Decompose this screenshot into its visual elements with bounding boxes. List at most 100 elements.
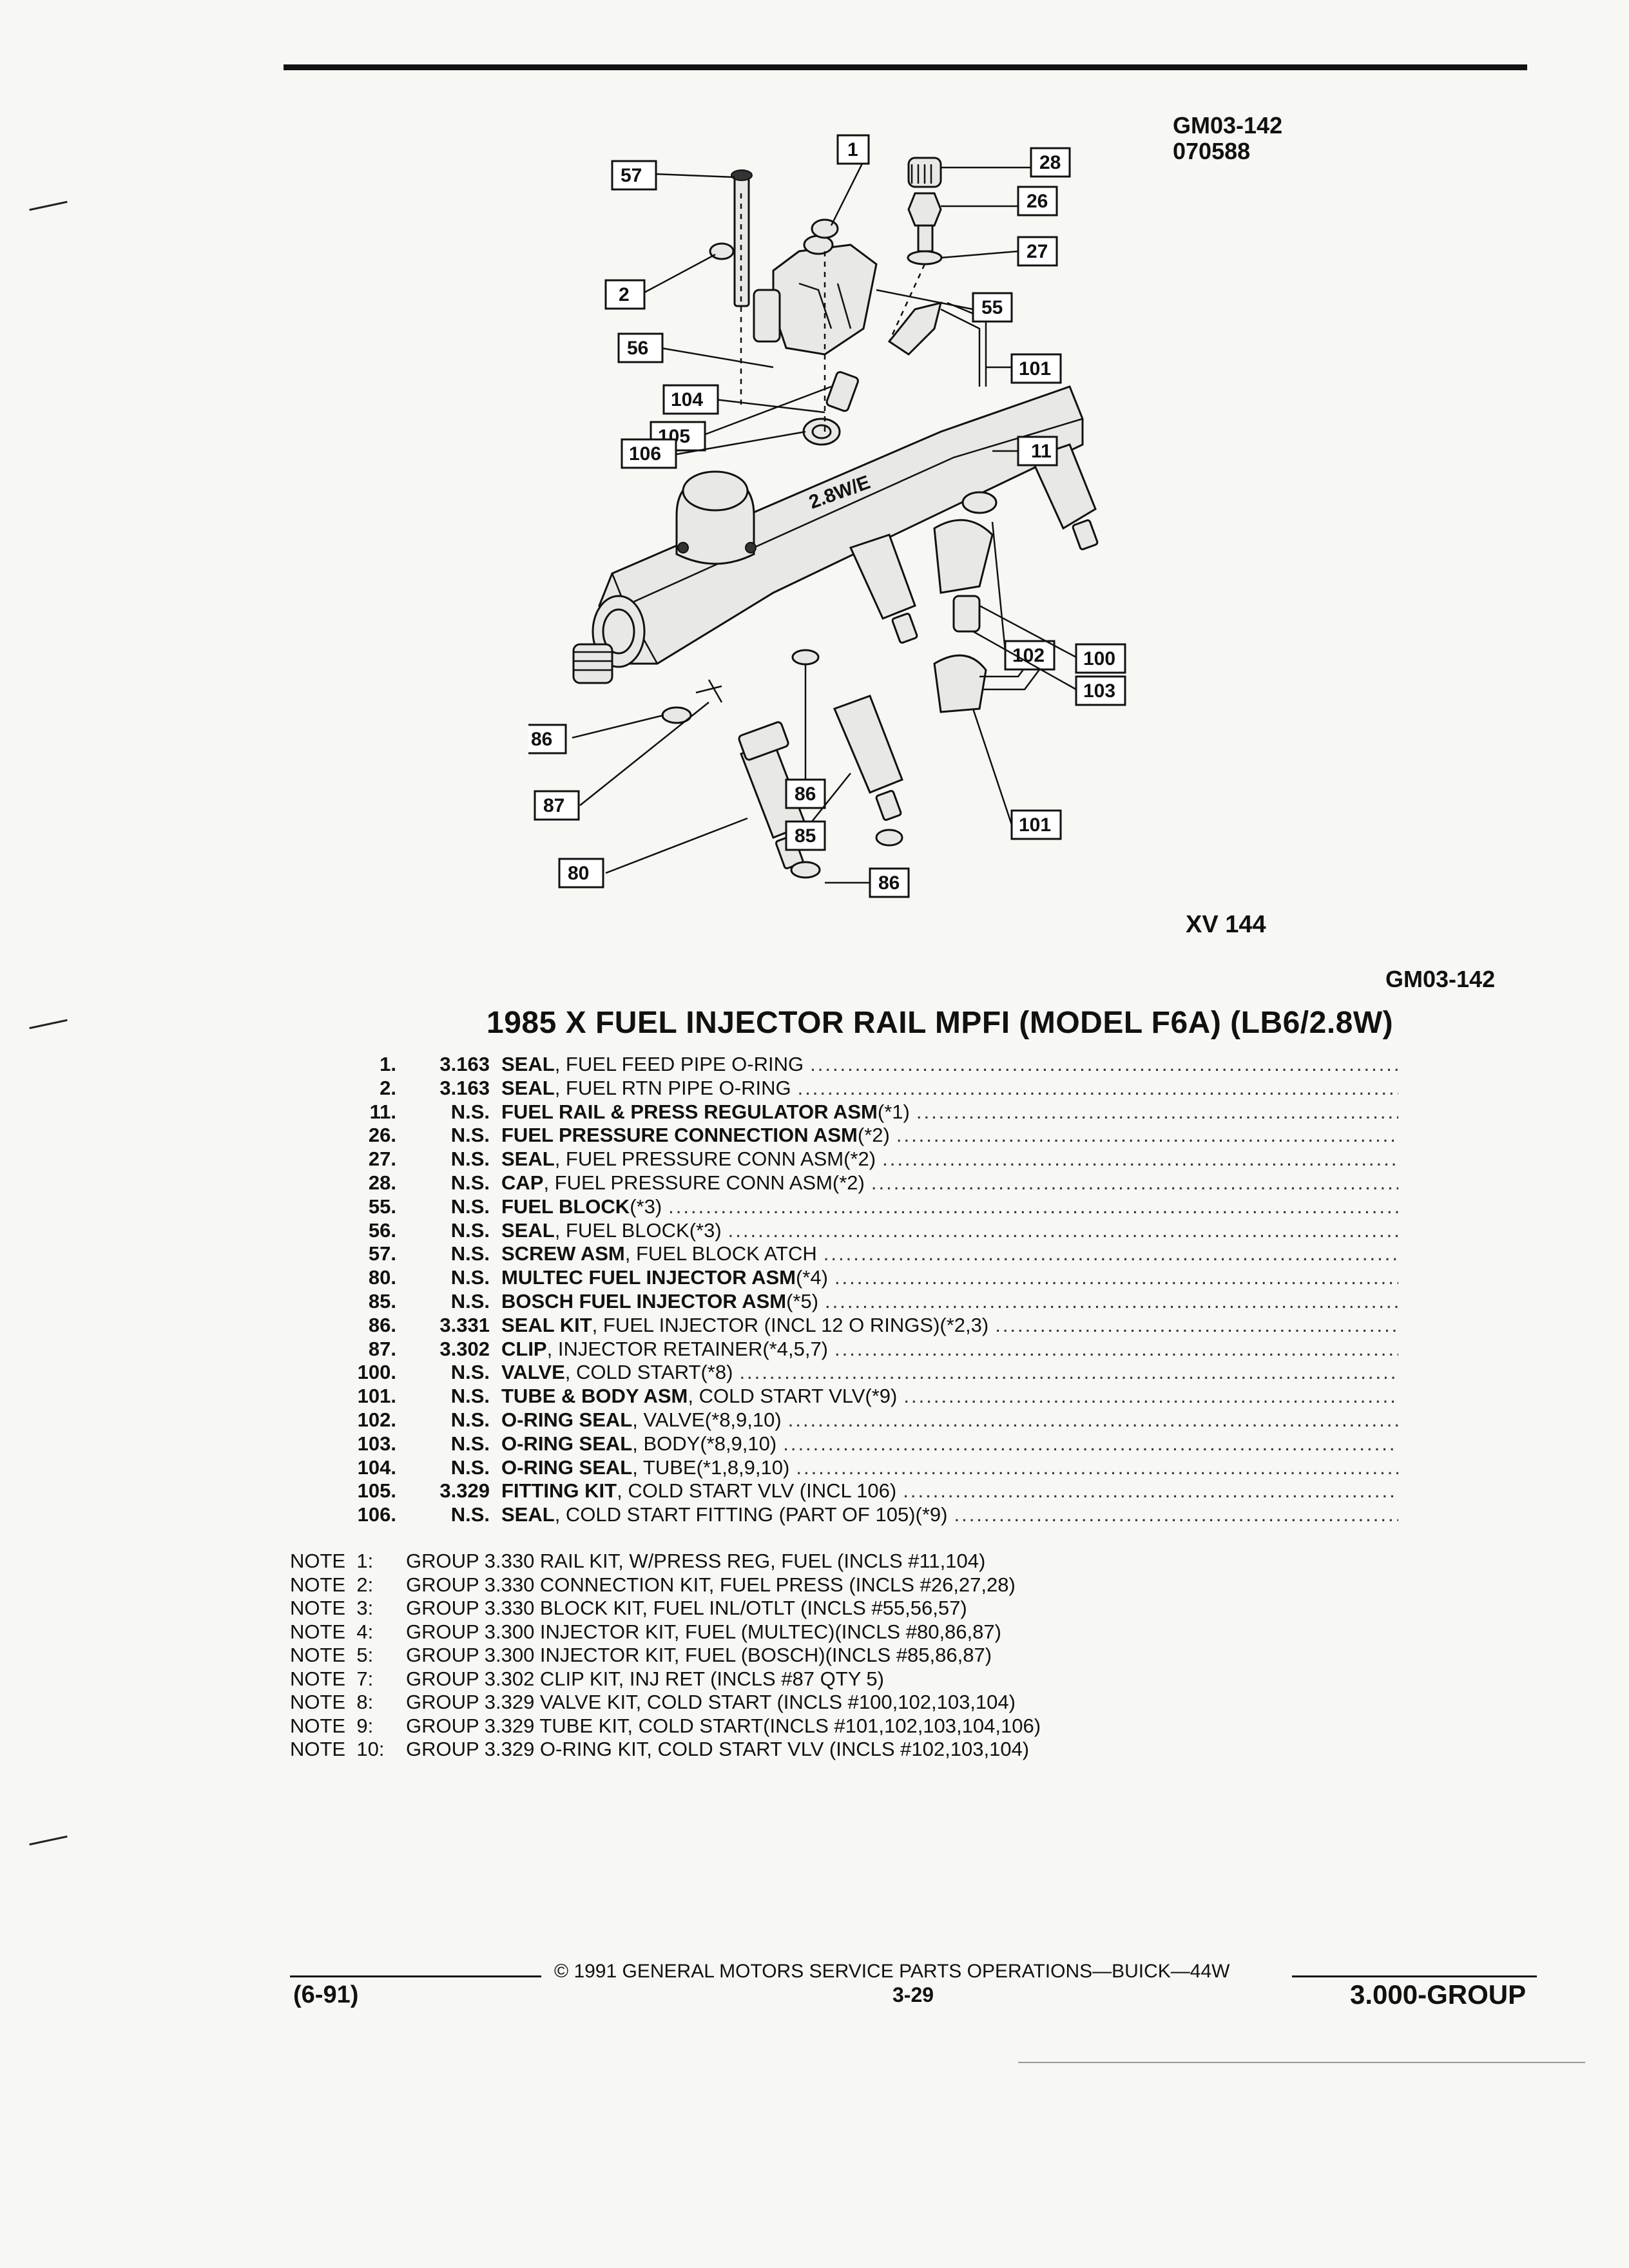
part-description: SEAL, FUEL FEED PIPE O-RING.............…: [501, 1053, 1398, 1076]
part-row: 28.N.S.CAP, FUEL PRESSURE CONN ASM(*2)..…: [290, 1171, 1398, 1195]
part-description: FUEL RAIL & PRESS REGULATOR ASM (*1)....…: [501, 1100, 1398, 1124]
svg-text:80: 80: [568, 863, 589, 884]
leader-dots: ........................................…: [797, 1076, 1398, 1099]
part-description: SEAL KIT, FUEL INJECTOR (INCL 12 O RINGS…: [501, 1314, 1398, 1337]
part-description: O-RING SEAL, VALVE(*8,9,10).............…: [501, 1408, 1398, 1432]
part-description: BOSCH FUEL INJECTOR ASM (*5)............…: [501, 1290, 1398, 1313]
seal-86c: [790, 861, 821, 879]
part-group: 3.163: [439, 1053, 490, 1075]
part-row: 26.N.S.FUEL PRESSURE CONNECTION ASM (*2)…: [290, 1124, 1398, 1148]
fuel-block: [753, 244, 878, 356]
part-detail: (*1): [877, 1100, 910, 1123]
bottom-rule: [1018, 2062, 1585, 2063]
note-row: NOTE 9: GROUP 3.329 TUBE KIT, COLD START(…: [290, 1715, 1385, 1738]
part-name: SEAL: [501, 1053, 555, 1075]
leader-dots: ........................................…: [796, 1456, 1398, 1479]
part-number: 85.: [368, 1289, 396, 1312]
part-row: 55.N.S.FUEL BLOCK (*3)..................…: [290, 1195, 1398, 1219]
part-description: CAP, FUEL PRESSURE CONN ASM(*2).........…: [501, 1171, 1398, 1195]
part-name: FUEL BLOCK: [501, 1195, 630, 1218]
part-detail: , COLD START(*8): [564, 1361, 733, 1384]
note-label: NOTE 10:: [290, 1738, 385, 1760]
margin-mark: [29, 200, 68, 211]
reference-code-right: GM03-142: [1385, 966, 1496, 992]
cold-start-fitting: [802, 371, 859, 446]
note-text: GROUP 3.329 TUBE KIT, COLD START(INCLS #…: [406, 1714, 1041, 1737]
part-description: SEAL, FUEL PRESSURE CONN ASM(*2)........…: [501, 1148, 1398, 1171]
note-text: GROUP 3.300 INJECTOR KIT, FUEL (MULTEC)(…: [406, 1620, 1001, 1643]
part-group: N.S.: [450, 1266, 490, 1289]
part-number: 2.: [380, 1076, 396, 1099]
callout-106: 106: [621, 430, 806, 469]
note-label: NOTE 4:: [290, 1620, 374, 1643]
pressure-connection-parts: [803, 157, 943, 265]
seal-86b: [791, 649, 820, 666]
leader-dots: ........................................…: [871, 1171, 1398, 1194]
note-text: GROUP 3.300 INJECTOR KIT, FUEL (BOSCH)(I…: [406, 1644, 992, 1666]
margin-mark: [29, 1835, 68, 1846]
part-number: 11.: [369, 1100, 396, 1123]
part-name: FITTING KIT: [501, 1479, 617, 1503]
part-name: SEAL: [501, 1503, 555, 1526]
svg-text:2: 2: [619, 284, 630, 305]
part-number: 104.: [357, 1456, 396, 1479]
part-name: BOSCH FUEL INJECTOR ASM: [501, 1289, 787, 1312]
part-row: 106.N.S.SEAL, COLD START FITTING (PART O…: [290, 1503, 1398, 1527]
part-group: N.S.: [450, 1124, 490, 1147]
reference-code-top: GM03-142 070588: [1173, 113, 1282, 164]
part-group: N.S.: [450, 1242, 490, 1265]
part-description: FITTING KIT, COLD START VLV (INCL 106)..…: [501, 1479, 1398, 1503]
note-label: NOTE 8:: [290, 1691, 374, 1713]
part-row: 103. N.S. O-RING SEAL, BODY(*8,9,10)......…: [290, 1432, 1398, 1456]
part-detail: , BODY(*8,9,10): [632, 1432, 777, 1455]
part-number: 86.: [368, 1313, 396, 1336]
footer-date: (6-91): [293, 1981, 359, 2008]
part-description: O-RING SEAL, BODY(*8,9,10)..............…: [501, 1432, 1398, 1456]
part-description: TUBE & BODY ASM, COLD START VLV(*9).....…: [501, 1385, 1398, 1408]
note-text: GROUP 3.330 RAIL KIT, W/PRESS REG, FUEL …: [406, 1550, 986, 1572]
part-number: 102.: [357, 1408, 396, 1431]
note-label: NOTE 3:: [290, 1597, 374, 1619]
leader-dots: ........................................…: [903, 1385, 1398, 1408]
leader-dots: ........................................…: [825, 1289, 1398, 1312]
svg-text:55: 55: [981, 297, 1003, 318]
svg-text:27: 27: [1027, 241, 1048, 262]
note-row: NOTE 10:GROUP 3.329 O-RING KIT, COLD STA…: [290, 1738, 1385, 1762]
part-detail: (*4): [795, 1266, 828, 1289]
part-group: N.S.: [450, 1432, 490, 1455]
part-number: 106.: [357, 1503, 396, 1526]
part-number: 105.: [357, 1479, 396, 1503]
screw-57: [731, 169, 753, 307]
footer-copyright: © 1991 GENERAL MOTORS SERVICE PARTS OPER…: [554, 1961, 1230, 1982]
leader-dots: ........................................…: [823, 1242, 1398, 1265]
part-detail: (*3): [630, 1195, 662, 1218]
callout-27: 27: [940, 236, 1058, 267]
reference-code-line1: GM03-142: [1173, 112, 1283, 139]
part-name: TUBE & BODY ASM: [501, 1385, 688, 1408]
leader-dots: ........................................…: [834, 1337, 1398, 1360]
svg-text:86: 86: [878, 872, 900, 894]
part-row: 102.N.S.O-RING SEAL, VALVE(*8,9,10).....…: [290, 1408, 1398, 1432]
part-description: SEAL, COLD START FITTING (PART OF 105)(*…: [501, 1503, 1398, 1526]
leader-dots: ........................................…: [916, 1100, 1398, 1123]
part-name: O-RING SEAL: [501, 1408, 633, 1431]
note-row: NOTE 4: GROUP 3.300 INJECTOR KIT, FUEL (M…: [290, 1620, 1385, 1644]
leader-dots: ........................................…: [954, 1503, 1398, 1526]
callout-2: 2: [604, 253, 716, 310]
svg-text:26: 26: [1027, 191, 1048, 212]
note-text: GROUP 3.302 CLIP KIT, INJ RET (INCLS #87…: [406, 1667, 884, 1690]
note-label: NOTE 9:: [290, 1714, 374, 1737]
part-detail: , COLD START VLV (INCL 106): [617, 1479, 897, 1503]
notes-list: NOTE 1:GROUP 3.330 RAIL KIT, W/PRESS REG…: [290, 1550, 1385, 1762]
leader-dots: ........................................…: [882, 1148, 1398, 1171]
part-name: VALVE: [501, 1361, 565, 1384]
footer-rule-left: [290, 1975, 541, 1977]
page-title: 1985 X FUEL INJECTOR RAIL MPFI (MODEL F6…: [487, 1006, 1394, 1040]
part-detail: (*2): [857, 1124, 890, 1147]
part-name: CAP: [501, 1171, 544, 1194]
part-number: 103.: [357, 1432, 396, 1455]
part-detail: , COLD START FITTING (PART OF 105)(*9): [554, 1503, 948, 1526]
part-row: 100.N.S.VALVE, COLD START(*8)...........…: [290, 1361, 1398, 1385]
